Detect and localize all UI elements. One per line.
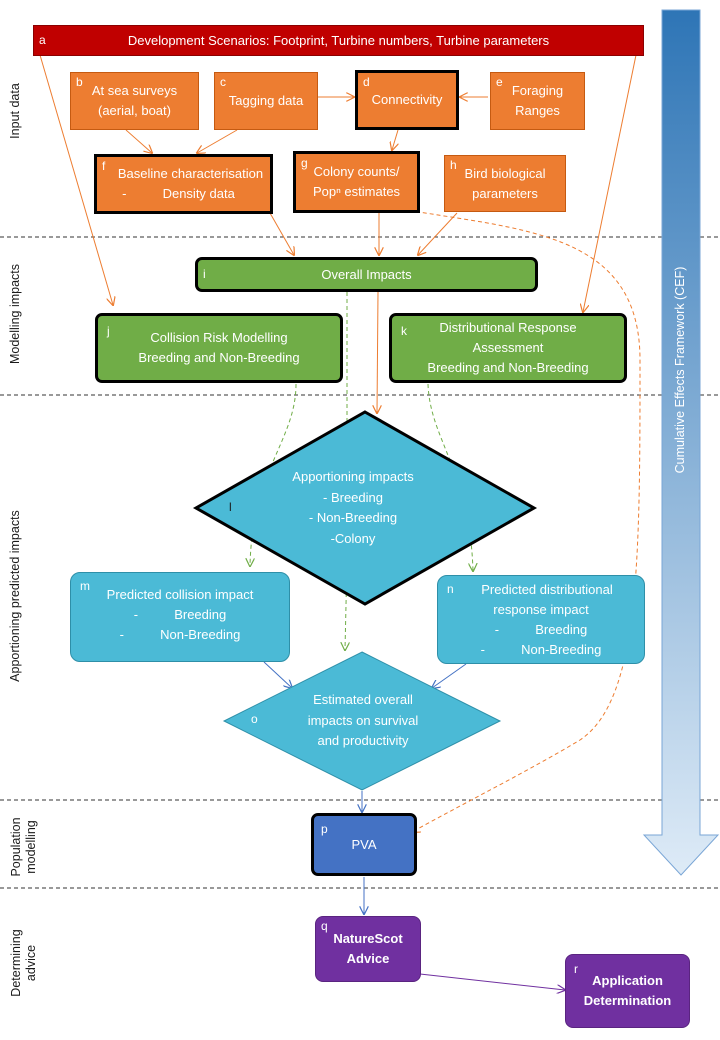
node-letter-l: l [229, 500, 232, 514]
arrow-q-to-r [419, 973, 565, 990]
arrow-c-to-f [197, 129, 238, 153]
node-o-estimated-overall-impacts: Estimated overall impacts on survival an… [307, 692, 419, 748]
node-k-distributional-response: k Distributional Response Assessment Bre… [389, 313, 627, 383]
node-e-foraging-ranges: e Foraging Ranges [490, 72, 585, 130]
node-g-colony-counts: g Colony counts/ Popⁿ estimates [293, 151, 420, 213]
section-label-modelling: Modelling impacts [8, 263, 22, 365]
section-label-apportioning: Apportioning predicted impacts [8, 510, 22, 682]
node-letter: a [39, 33, 46, 47]
node-f-baseline-characterisation: f Baseline characterisation - Density da… [94, 154, 273, 214]
diamond-l [192, 410, 538, 606]
node-a-development-scenarios: a Development Scenarios: Footprint, Turb… [33, 25, 644, 56]
node-text: Development Scenarios: Footprint, Turbin… [127, 32, 550, 48]
section-label-advice: Determining advice [9, 929, 38, 997]
section-label-input: Input data [8, 83, 22, 139]
node-i-overall-impacts: i Overall Impacts [195, 257, 538, 292]
node-l-apportioning-impacts: Apportioning impacts - Breeding - Non-Br… [292, 469, 414, 546]
node-h-bird-biological-parameters: h Bird biological parameters [444, 155, 566, 212]
node-d-connectivity: d Connectivity [355, 70, 459, 130]
arrow-g-to-p [394, 207, 641, 832]
section-label-population: Population modelling [9, 817, 38, 877]
node-r-application-determination: r Application Determination [565, 954, 690, 1028]
node-letter-o: o [251, 712, 258, 726]
diamond-o [222, 651, 502, 791]
node-n-predicted-distributional-impact: n Predicted distributional response impa… [437, 575, 645, 664]
arrow-f-to-i [269, 212, 294, 255]
node-p-pva: p PVA [311, 813, 417, 876]
node-c-tagging-data: c Tagging data [214, 72, 318, 130]
arrow-m-to-o [263, 661, 292, 688]
arrow-a-to-j [39, 54, 113, 305]
node-q-naturescot-advice: q NatureScot Advice [315, 916, 421, 982]
cef-label: Cumulative Effects Framework (CEF) [673, 266, 687, 474]
arrow-n-to-o [432, 663, 467, 688]
node-m-predicted-collision-impact: m Predicted collision impact - Breeding … [70, 572, 290, 662]
node-b-at-sea-surveys: b At sea surveys (aerial, boat) [70, 72, 199, 130]
arrow-i-to-l [377, 291, 378, 413]
node-j-collision-risk-modelling: j Collision Risk Modelling Breeding and … [95, 313, 343, 383]
arrow-a-to-k [583, 54, 637, 312]
cef-arrow [642, 9, 720, 876]
arrow-b-to-f [125, 129, 152, 153]
arrow-h-to-i [418, 212, 458, 255]
arrow-d-to-g [392, 129, 398, 150]
